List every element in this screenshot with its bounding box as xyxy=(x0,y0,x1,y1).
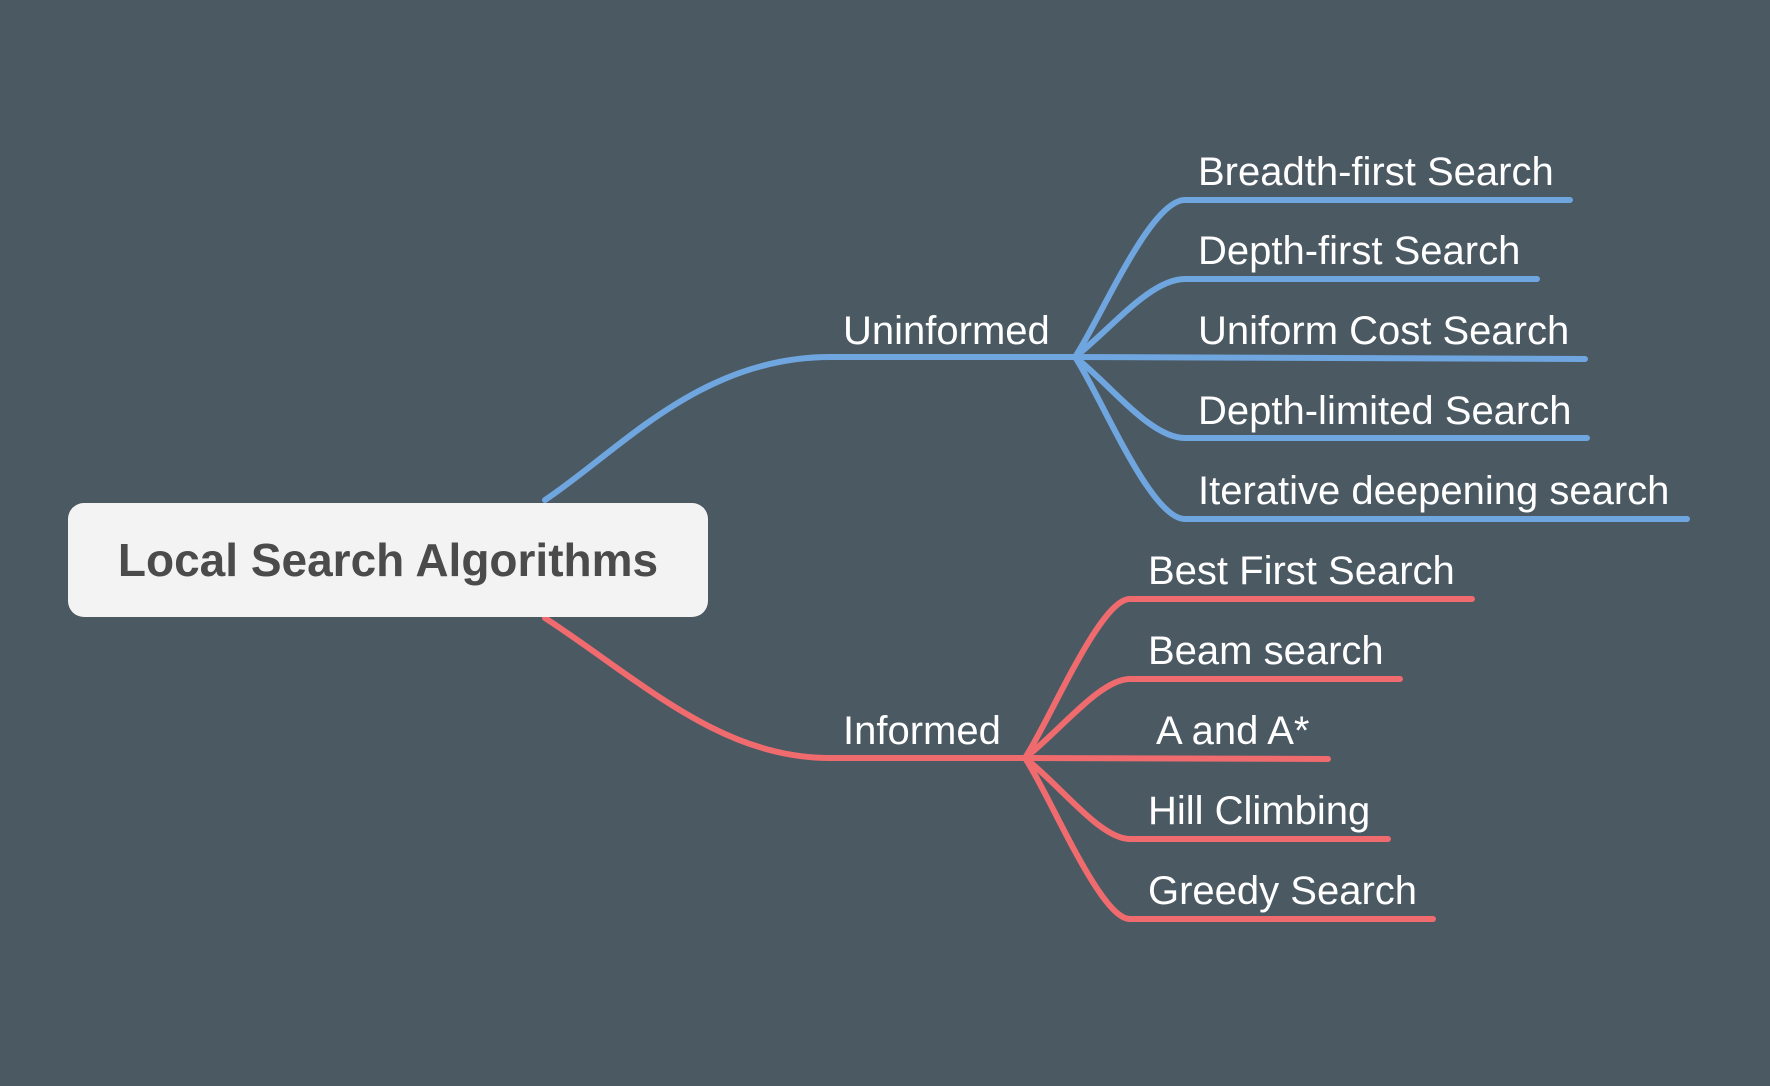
connector-a-star xyxy=(1022,755,1331,762)
root-label: Local Search Algorithms xyxy=(117,534,659,586)
connector-depth-limited xyxy=(1072,354,1590,441)
branch-label-informed[interactable]: Informed xyxy=(843,709,1001,753)
connector-uniform-cost xyxy=(1072,354,1588,362)
node-depth-limited-search[interactable]: Depth-limited Search xyxy=(1198,389,1572,433)
connector-greedy-search xyxy=(1022,755,1436,922)
node-beam-search[interactable]: Beam search xyxy=(1148,629,1384,673)
connector-hill-climbing xyxy=(1022,755,1391,842)
connector-root-uninformed xyxy=(542,354,1078,503)
connector-best-first xyxy=(1022,596,1475,761)
connector-beam-search xyxy=(1022,676,1403,761)
branch-label-uninformed[interactable]: Uninformed xyxy=(843,309,1050,353)
connector-root-informed xyxy=(542,615,1028,761)
node-iterative-deepening-search[interactable]: Iterative deepening search xyxy=(1198,469,1670,513)
node-a-and-a-star[interactable]: A and A* xyxy=(1156,709,1310,753)
node-best-first-search[interactable]: Best First Search xyxy=(1148,549,1455,593)
root-node[interactable]: Local Search Algorithms xyxy=(68,503,708,617)
node-uniform-cost-search[interactable]: Uniform Cost Search xyxy=(1198,309,1570,353)
node-hill-climbing[interactable]: Hill Climbing xyxy=(1148,789,1371,833)
node-breadth-first-search[interactable]: Breadth-first Search xyxy=(1198,150,1554,194)
node-depth-first-search[interactable]: Depth-first Search xyxy=(1198,229,1521,273)
connector-iterative-deepening xyxy=(1072,354,1690,522)
connector-breadth-first xyxy=(1072,197,1573,360)
connector-depth-first xyxy=(1072,276,1540,360)
node-greedy-search[interactable]: Greedy Search xyxy=(1148,869,1418,913)
